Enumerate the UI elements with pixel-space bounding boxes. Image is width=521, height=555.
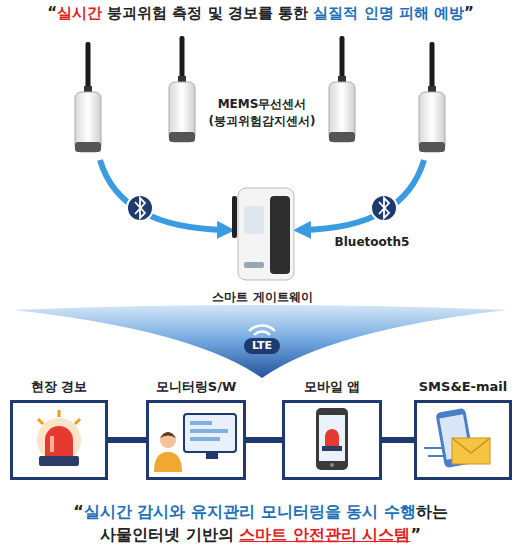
message-icon: [452, 438, 490, 453]
box-frame: [146, 400, 246, 480]
connector-bar: [108, 437, 146, 443]
box-heading: 모바일 앱: [304, 378, 361, 396]
bluetooth-icon: [135, 198, 145, 218]
text-run: 실시간: [57, 4, 102, 22]
mobile-app-icon: [322, 446, 342, 451]
text-run: (붕괴위험감지센서): [209, 114, 316, 128]
siren-icon: [37, 418, 81, 462]
sensor-device: [419, 92, 445, 152]
bluetooth-icon: [371, 195, 397, 221]
text-run: 사물인터넷 기반의: [100, 525, 239, 544]
gateway-device: [244, 262, 264, 268]
monitoring-icon: [190, 421, 212, 425]
siren-icon: [39, 456, 79, 466]
gateway-device: [232, 196, 237, 238]
connector-bar: [382, 437, 414, 443]
message-icon: [428, 455, 446, 457]
sensor-device: [75, 142, 101, 152]
bluetooth-arrow: [302, 160, 424, 230]
output-box: SMS&E-mail: [414, 378, 512, 480]
text-run: 실시간 감시와 유지관리 모니터링을 동시 수행: [84, 502, 416, 521]
network-label: LTE: [252, 339, 272, 353]
mobile-app-icon: [319, 415, 345, 461]
lte-funnel: [14, 305, 507, 378]
connector-bar: [246, 437, 282, 443]
message-icon: [424, 408, 490, 468]
text-run: 하는: [416, 502, 448, 521]
output-box: 모니터링S/W: [146, 378, 246, 480]
box-heading: 현장 경보: [31, 378, 88, 396]
box-heading: 모니터링S/W: [156, 378, 236, 396]
sensor-device: [169, 82, 195, 142]
text-run: 실질적 인명 피해 예방: [313, 4, 464, 22]
gateway-device: [232, 188, 294, 280]
lte-funnel: [14, 305, 507, 378]
text-run: ”: [464, 4, 474, 22]
box-frame: [282, 400, 382, 480]
siren-icon: [58, 410, 61, 417]
message-icon: [452, 438, 490, 464]
text-run: “: [47, 4, 57, 22]
monitoring-icon: [154, 414, 236, 472]
siren-icon: [38, 419, 43, 424]
message-icon: [424, 447, 444, 449]
text-run: 스마트 안전관리 시스템: [239, 525, 410, 544]
monitoring-icon: [206, 452, 218, 459]
bluetooth-icon: [127, 195, 153, 221]
box-frame: [10, 400, 108, 480]
sensor-device: [329, 132, 355, 142]
gateway-device: [238, 188, 294, 280]
monitoring-icon: [154, 452, 182, 472]
text-run: “: [73, 502, 84, 521]
siren-icon: [37, 410, 81, 466]
siren-icon: [50, 436, 54, 452]
lte-funnel: [254, 332, 270, 335]
text-run: ”: [410, 525, 421, 544]
gateway-device: [270, 196, 290, 274]
output-box: 현장 경보: [10, 378, 108, 480]
lte-funnel: [249, 325, 275, 331]
box-heading: SMS&E-mail: [419, 378, 508, 396]
monitoring-icon: [160, 432, 176, 448]
device-label: 스마트 게이트웨이: [212, 288, 312, 306]
sensor-device: [419, 42, 445, 152]
text-run: MEMS무선센서: [218, 97, 307, 111]
sensor-device: [329, 82, 355, 142]
sensor-device: [75, 42, 101, 152]
mobile-app-icon: [316, 408, 348, 470]
gateway-device: [244, 206, 264, 234]
diagram-caption: “실시간 감시와 유지관리 모니터링을 동시 수행하는 사물인터넷 기반의 스마…: [0, 500, 521, 546]
monitoring-icon: [160, 432, 176, 438]
monitoring-icon: [184, 414, 236, 452]
sensor-device: [419, 142, 445, 152]
monitoring-icon: [190, 429, 228, 433]
sensor-device: [329, 36, 355, 142]
output-box: 모바일 앱: [282, 378, 382, 480]
diagram-title: “실시간 붕괴위험 측정 및 경보를 통한 실질적 인명 피해 예방”: [0, 3, 521, 23]
siren-icon: [75, 419, 80, 424]
bluetooth-icon: [379, 198, 389, 218]
bluetooth-arrow: [100, 160, 226, 230]
box-frame: [414, 400, 512, 480]
mobile-app-icon: [316, 408, 348, 470]
sensor-device: [169, 132, 195, 142]
lte-funnel: [244, 338, 280, 354]
mobile-app-icon: [330, 463, 334, 467]
sensor-label: MEMS무선센서 (붕괴위험감지센서): [209, 96, 316, 130]
mobile-app-icon: [325, 429, 339, 446]
siren-icon: [45, 426, 73, 456]
sensor-device: [75, 92, 101, 152]
protocol-label: Bluetooth5: [335, 235, 410, 250]
text-run: 붕괴위험 측정 및 경보를 통한: [102, 4, 313, 22]
monitoring-icon: [190, 437, 220, 441]
sensor-device: [169, 36, 195, 142]
gateway-node: 스마트 게이트웨이: [200, 182, 325, 306]
